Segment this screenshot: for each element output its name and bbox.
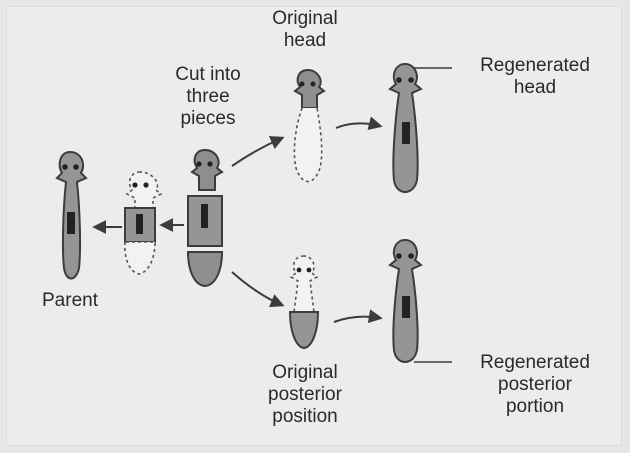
regenerated-posterior-worm bbox=[390, 240, 452, 362]
cut-worm bbox=[188, 150, 222, 286]
label-regenerated-head: Regenerated head bbox=[455, 55, 615, 99]
regenerated-head-worm bbox=[390, 64, 452, 192]
original-posterior-piece bbox=[290, 256, 318, 348]
arrow-to-regenerated-head bbox=[336, 123, 380, 128]
label-regenerated-posterior-portion: Regenerated posterior portion bbox=[455, 352, 615, 418]
middle-piece-regenerating bbox=[125, 172, 161, 274]
arrow-to-original-posterior bbox=[232, 272, 282, 305]
parent-planarian bbox=[57, 152, 86, 279]
label-cut-into-three-pieces: Cut into three pieces bbox=[158, 64, 258, 130]
label-original-head: Original head bbox=[265, 8, 345, 52]
original-head-piece bbox=[294, 70, 324, 182]
pharynx-marker bbox=[67, 212, 75, 234]
arrow-to-original-head bbox=[232, 138, 282, 166]
arrow-to-regenerated-posterior bbox=[334, 317, 380, 322]
label-original-posterior-position: Original posterior position bbox=[250, 362, 360, 428]
label-parent: Parent bbox=[30, 290, 110, 312]
